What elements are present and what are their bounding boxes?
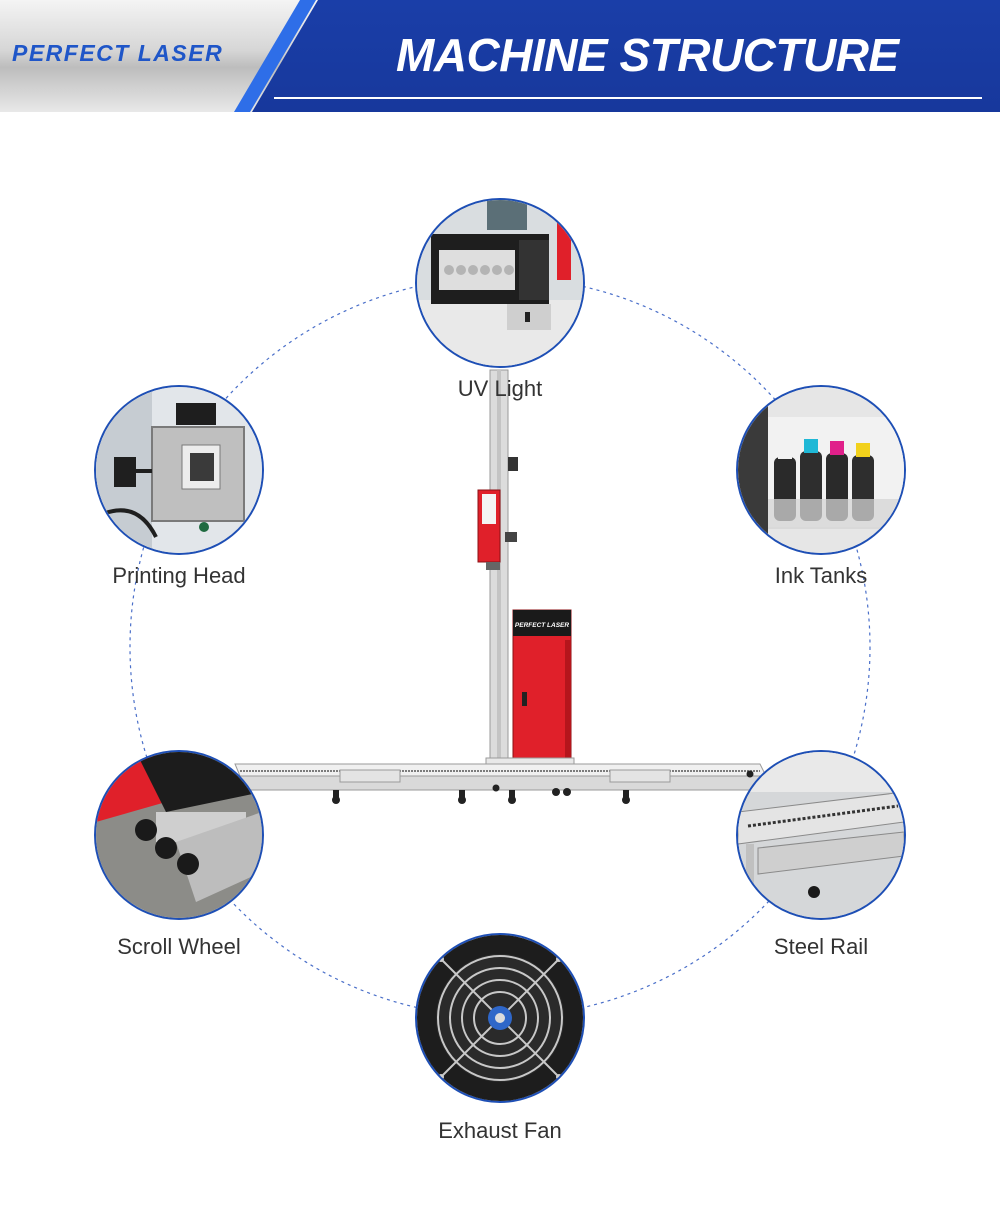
exhaust-fan-photo	[417, 935, 583, 1101]
label-exhaust-fan: Exhaust Fan	[438, 1118, 562, 1143]
rail-back	[234, 763, 767, 777]
brand-logo: PERFECT LASER	[12, 40, 224, 66]
scroll-wheel-photo	[96, 752, 262, 918]
orbit-ring	[129, 276, 871, 1018]
label-printing-head: Printing Head	[112, 563, 246, 588]
title-underline	[274, 97, 982, 99]
steel-rail-photo	[738, 752, 904, 918]
label-uv-light: UV Light	[457, 376, 543, 401]
printing-head-photo	[96, 387, 262, 553]
uv-light-photo	[417, 200, 583, 366]
structure-diagram: PERFECT LASER	[0, 112, 1000, 1218]
callout-exhaust-fan	[415, 933, 585, 1103]
callout-ink-tanks	[736, 385, 906, 555]
label-steel-rail: Steel Rail	[773, 934, 869, 959]
label-ink-tanks: Ink Tanks	[774, 563, 868, 588]
header-banner: PERFECT LASER MACHINE STRUCTURE	[0, 0, 1000, 112]
machine-illustration: PERFECT LASER	[129, 276, 871, 1018]
label-scroll-wheel: Scroll Wheel	[117, 934, 241, 959]
header-blue-panel	[252, 0, 1000, 112]
cabinet-brand: PERFECT LASER	[515, 622, 569, 629]
ink-tanks-photo	[738, 387, 904, 553]
callout-steel-rail	[736, 750, 906, 920]
callout-scroll-wheel	[94, 750, 264, 920]
callout-uv-light	[415, 198, 585, 368]
rail-front	[235, 775, 767, 791]
page-title: MACHINE STRUCTURE	[396, 29, 899, 81]
callout-printing-head	[94, 385, 264, 555]
